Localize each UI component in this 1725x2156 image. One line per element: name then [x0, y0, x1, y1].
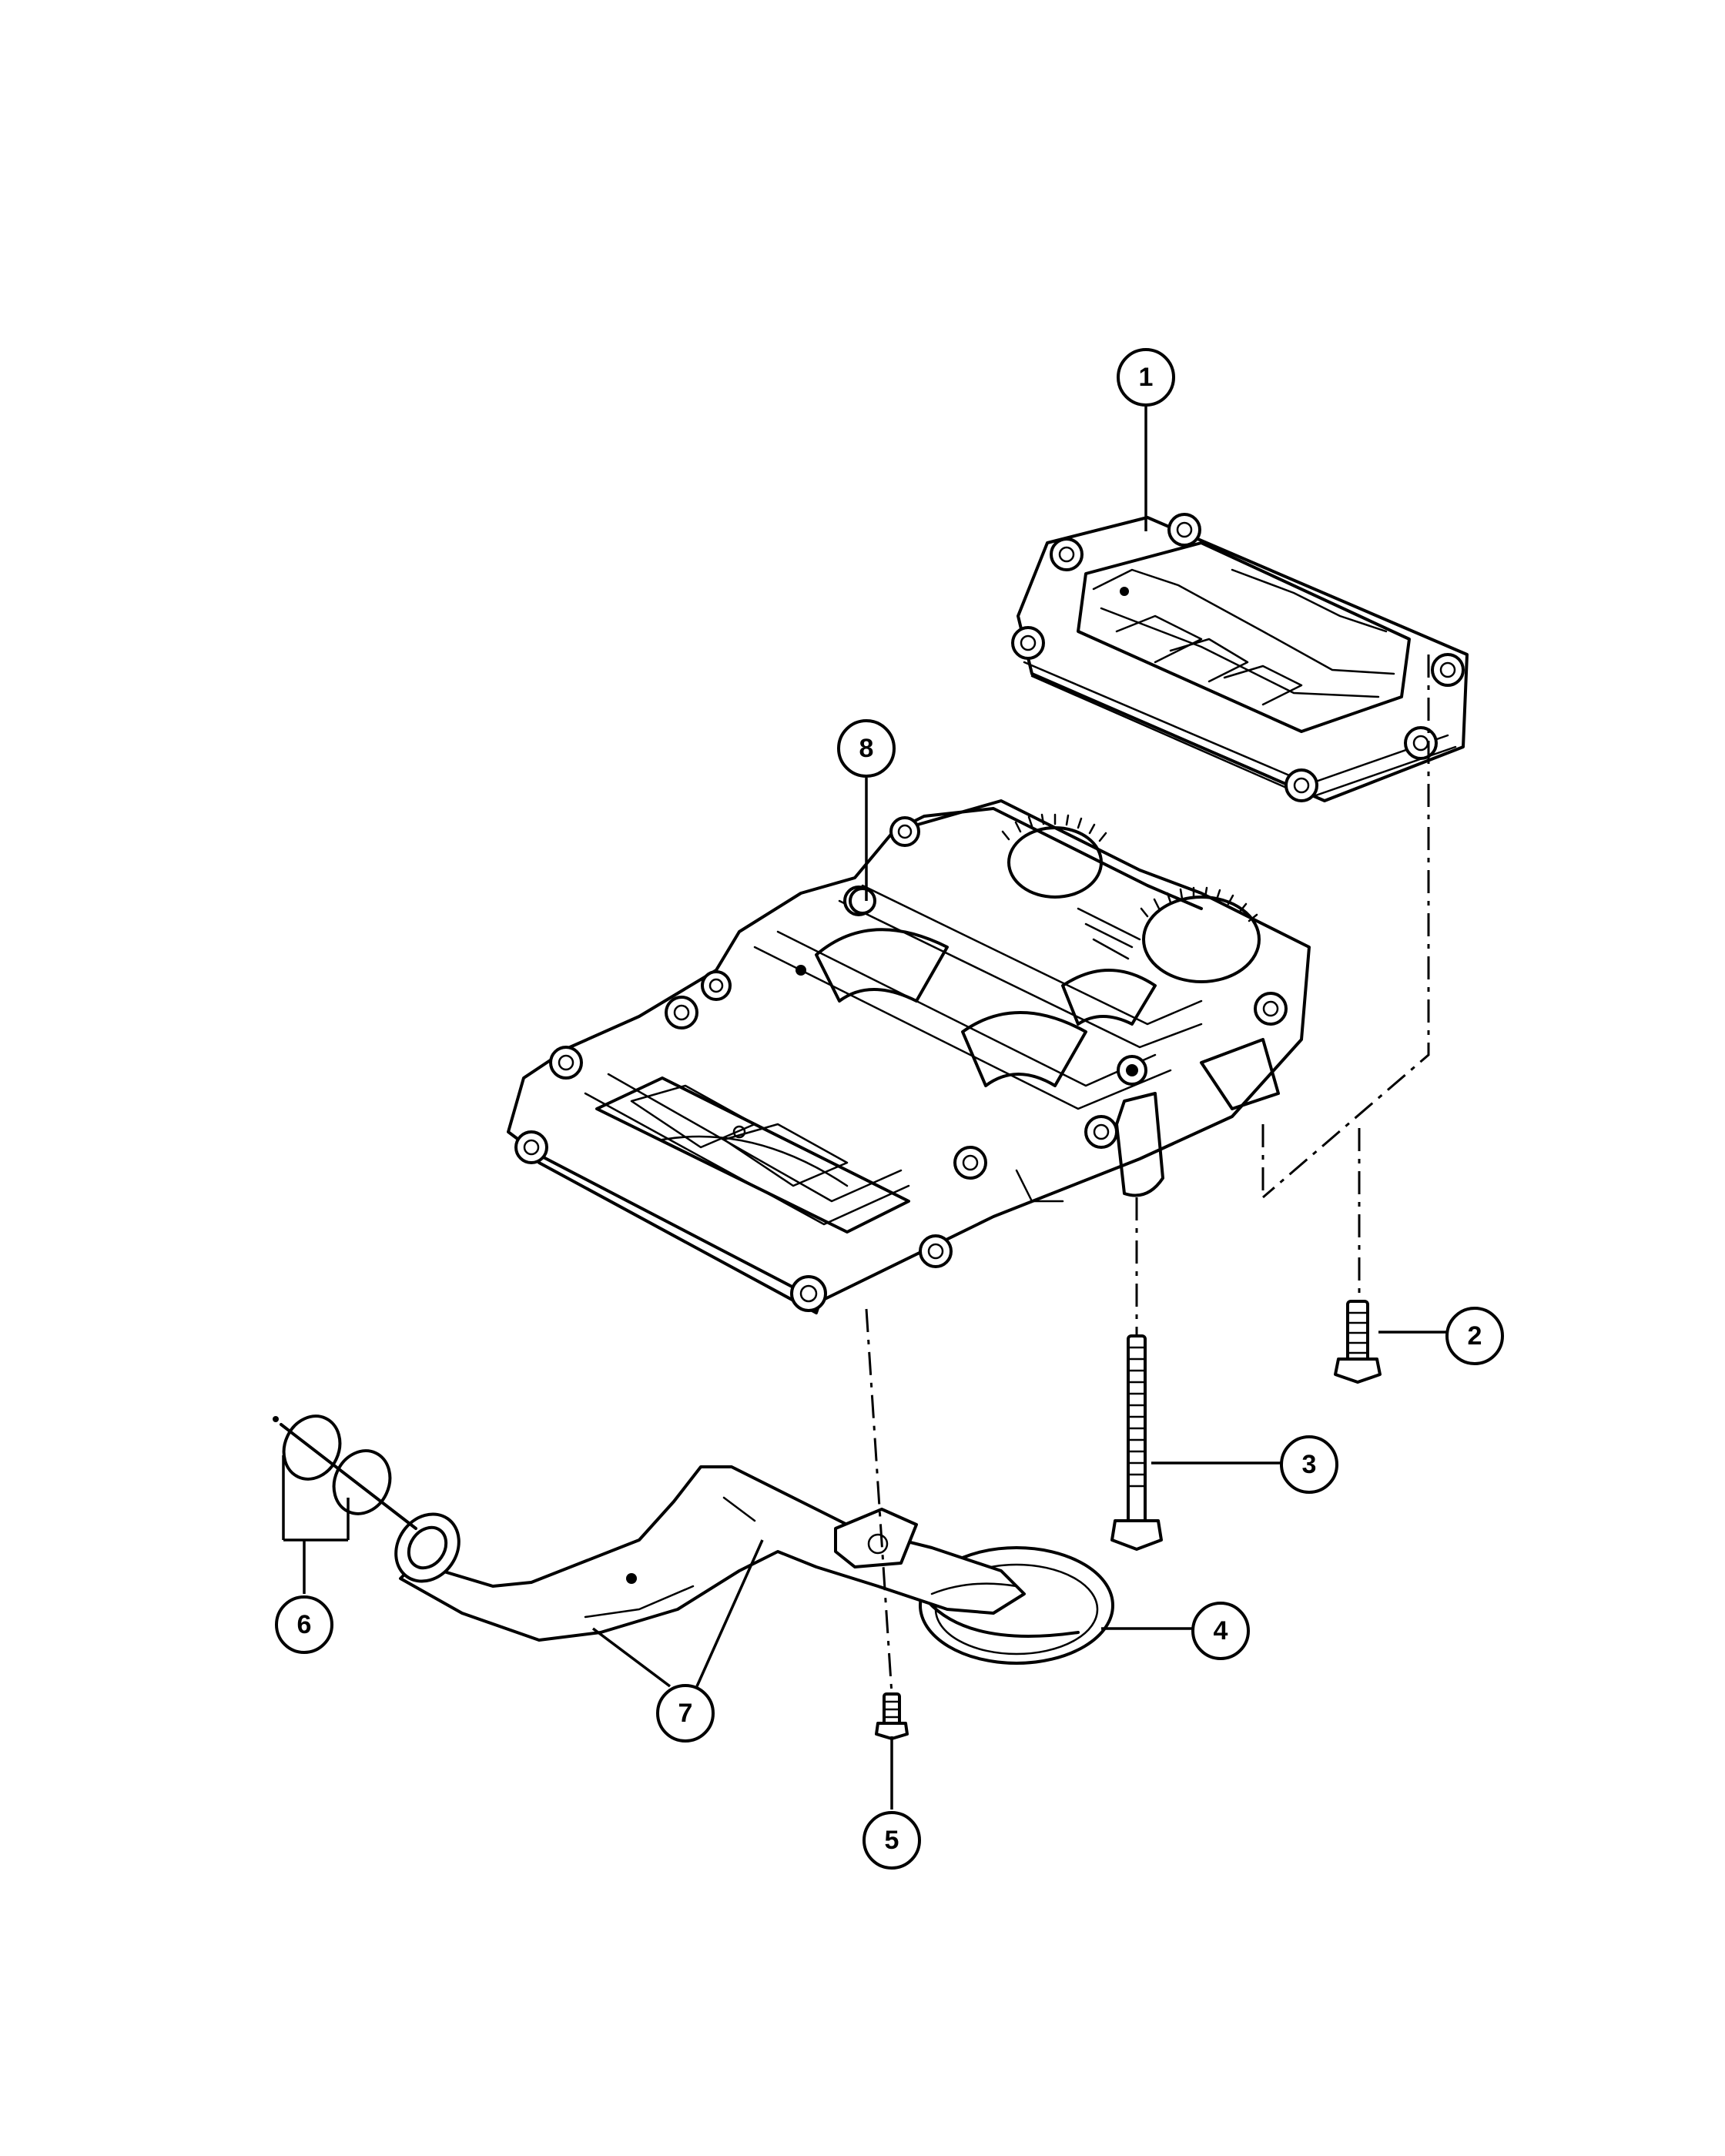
callout-5-label: 5 — [885, 1826, 899, 1855]
callout-2-label: 2 — [1468, 1321, 1482, 1351]
bolt-short-part — [1334, 1300, 1382, 1384]
callout-2: 2 — [1445, 1307, 1504, 1365]
callout-3: 3 — [1280, 1435, 1338, 1494]
callout-8: 8 — [837, 719, 896, 778]
callout-7: 7 — [656, 1684, 715, 1743]
cover-part — [1011, 513, 1469, 802]
callout-7-label: 7 — [678, 1699, 693, 1728]
stud-part — [849, 887, 876, 915]
leader-lines — [282, 404, 1463, 1810]
housing-part — [507, 799, 1311, 1314]
bolt-long-part — [1110, 1334, 1163, 1551]
o-rings-part — [273, 1414, 417, 1530]
gears — [1001, 813, 1261, 983]
callout-4: 4 — [1191, 1602, 1250, 1660]
screw-small-part — [875, 1692, 909, 1740]
callout-6: 6 — [275, 1595, 333, 1654]
callout-3-label: 3 — [1302, 1450, 1317, 1479]
callout-1: 1 — [1117, 348, 1175, 407]
pickup-tube-part — [394, 1465, 1026, 1642]
callout-1-label: 1 — [1139, 363, 1154, 392]
alignment-lines — [865, 654, 1430, 1695]
callout-8-label: 8 — [859, 734, 874, 763]
callout-4-label: 4 — [1214, 1616, 1228, 1645]
callout-5: 5 — [862, 1811, 921, 1870]
callout-6-label: 6 — [297, 1610, 312, 1639]
